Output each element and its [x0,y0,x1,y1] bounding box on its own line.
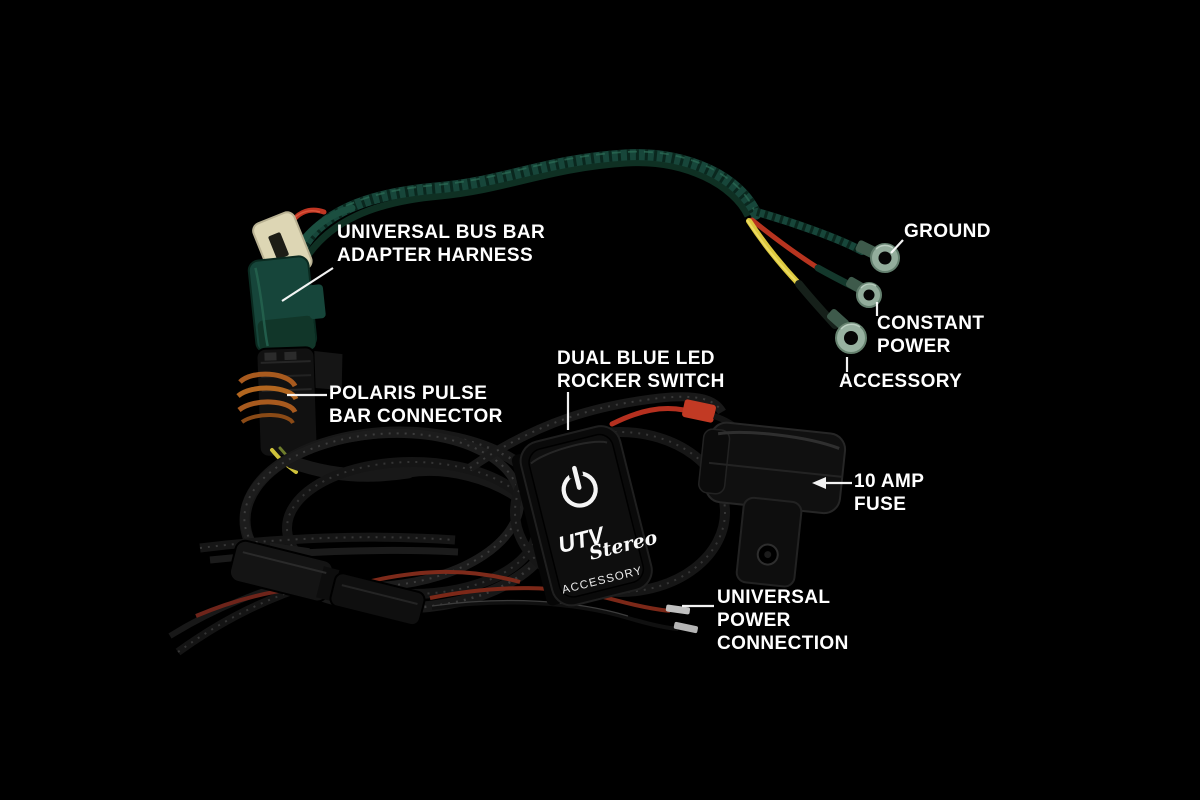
power-icon [561,465,598,508]
callout-polaris-pulse-line1: POLARIS PULSE [329,383,488,404]
callout-polaris-pulse: POLARIS PULSE BAR CONNECTOR [329,382,503,428]
fuse-holder [609,399,847,588]
callout-fuse: 10 AMP FUSE [854,470,924,516]
bus-bar-adapter-connector [247,204,356,355]
callout-power-connection: UNIVERSAL POWER CONNECTION [717,586,849,655]
leader-fuse-arrowhead [812,477,826,489]
callout-bus-bar-adapter-line2: ADAPTER HARNESS [337,245,534,266]
rocker-switch: UTV Stereo ACCESSORY [511,425,660,607]
callout-rocker-switch-line1: DUAL BLUE LED [557,348,715,369]
accessory-wire-branch [746,218,849,331]
callout-fuse-line1: 10 AMP [854,471,925,492]
callout-accessory: ACCESSORY [839,370,962,393]
universal-power-connector [228,539,698,634]
callout-ground: GROUND [904,220,991,243]
leader-lines [281,239,904,608]
callout-power-connection-line3: CONNECTION [717,633,849,654]
callout-polaris-pulse-line2: BAR CONNECTOR [329,406,503,427]
callout-constant-power: CONSTANT POWER [877,312,984,358]
callout-bus-bar-adapter: UNIVERSAL BUS BAR ADAPTER HARNESS [337,221,545,267]
callout-constant-power-line1: CONSTANT [877,313,985,334]
callout-rocker-switch: DUAL BLUE LED ROCKER SWITCH [557,347,725,393]
ring-terminal-accessory [835,322,867,354]
leader-bus-bar [281,267,334,302]
ring-terminal-constant-power [856,282,882,308]
callout-accessory-line1: ACCESSORY [839,371,963,392]
callout-ground-line1: GROUND [904,221,991,242]
callout-power-connection-line2: POWER [717,610,791,631]
callout-rocker-switch-line2: ROCKER SWITCH [557,371,725,392]
callout-constant-power-line2: POWER [877,336,951,357]
callout-power-connection-line1: UNIVERSAL [717,587,831,608]
callout-fuse-line2: FUSE [854,494,907,515]
leader-ground [890,239,904,254]
callout-bus-bar-adapter-line1: UNIVERSAL BUS BAR [337,222,546,243]
